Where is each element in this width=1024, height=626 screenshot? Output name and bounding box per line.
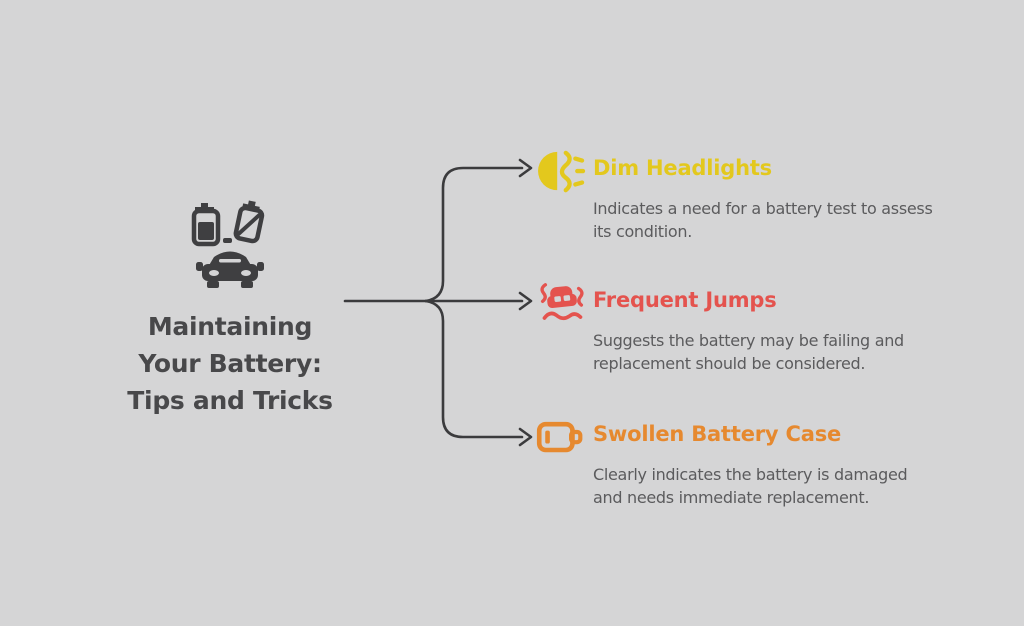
item-title: Swollen Battery Case — [593, 422, 842, 446]
item-description: Clearly indicates the battery is damaged… — [593, 465, 908, 507]
branch-item-frequent-jumps: Frequent Jumps Suggests the battery may … — [536, 280, 904, 390]
top-arrowhead-icon — [518, 158, 533, 178]
item-description: Indicates a need for a battery test to a… — [593, 199, 933, 241]
item-title: Dim Headlights — [593, 156, 772, 180]
bottom-branch-line — [424, 299, 524, 439]
car-shake-icon — [536, 282, 588, 330]
title-line-3: Tips and Tricks — [127, 386, 333, 415]
title-line-1: Maintaining — [147, 312, 313, 341]
item-description: Suggests the battery may be failing and … — [593, 331, 904, 373]
middle-arrowhead-icon — [518, 291, 533, 311]
item-title: Frequent Jumps — [593, 288, 777, 312]
car-battery-check-icon — [190, 200, 270, 290]
center-node-title: Maintaining Your Battery: Tips and Trick… — [90, 308, 370, 419]
branch-item-swollen-battery-case: Swollen Battery Case Clearly indicates t… — [536, 414, 908, 524]
low-battery-icon — [536, 420, 584, 456]
title-line-2: Your Battery: — [138, 349, 322, 378]
dim-headlight-icon — [536, 150, 586, 194]
top-branch-line — [424, 166, 524, 303]
branch-item-dim-headlights: Dim Headlights Indicates a need for a ba… — [536, 148, 933, 258]
bottom-arrowhead-icon — [518, 427, 533, 447]
